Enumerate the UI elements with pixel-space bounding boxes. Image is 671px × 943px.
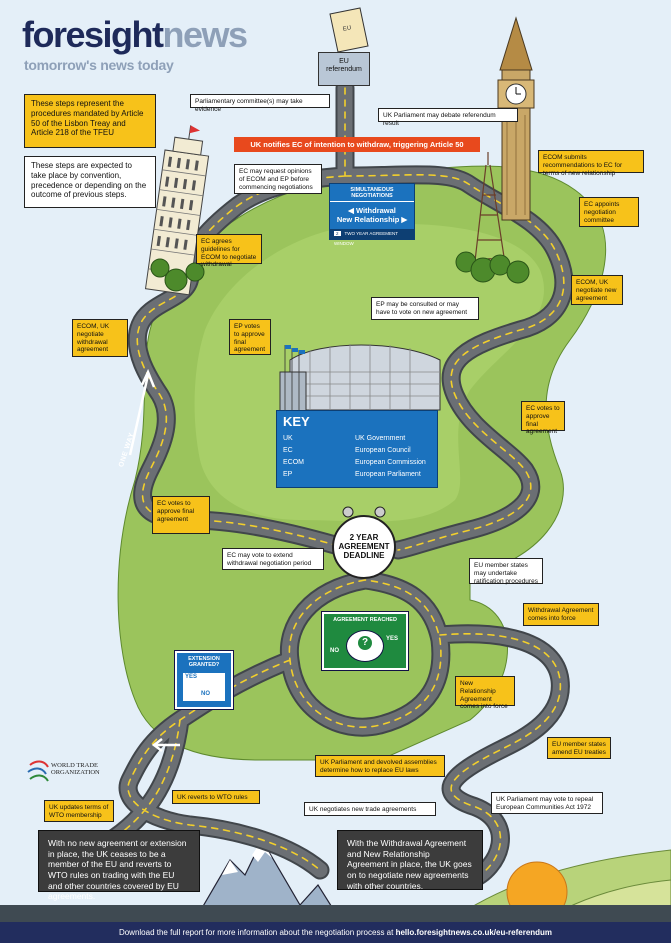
note-withdrawal-force: Withdrawal Agreement comes into force: [523, 603, 599, 626]
eu-parliament-building: [279, 344, 441, 413]
note-uk-parl-repeal: UK Parliament may vote to repeal Europea…: [491, 792, 603, 814]
key-full: European Council: [355, 447, 411, 454]
note-parl-committee: Parliamentary committee(s) may take evid…: [190, 94, 330, 113]
note-ecom-uk-withdrawal: ECOM, UK negotiate withdrawal agreement: [72, 319, 128, 357]
key-legend: KEY UK UK Government EC European Council…: [276, 410, 438, 488]
note-ec-extend: EC may vote to extend withdrawal negotia…: [222, 548, 324, 570]
ballot-box-line1: EU: [339, 58, 349, 65]
deadline-line3: DEADLINE: [343, 550, 385, 560]
pisa-tower: [144, 125, 210, 296]
ballot-paper: [329, 7, 369, 53]
trees: [150, 251, 530, 292]
roundabout-icon: [346, 630, 384, 662]
deadline-line2: AGREEMENT: [338, 541, 390, 551]
wto-line1: WORLD TRADE: [51, 762, 99, 769]
note-new-rel-force: New Relationship Agreement comes into fo…: [455, 676, 515, 710]
note-ecom-uk-new: ECOM, UK negotiate new agreement: [571, 275, 623, 305]
wto-line2: ORGANIZATION: [51, 769, 100, 777]
key-full: UK Government: [355, 435, 406, 442]
simultaneous-withdrawal: ◀ Withdrawal: [348, 206, 396, 215]
key-abbr: EP: [283, 471, 293, 478]
note-uk-parl-debate: UK Parliament may debate referendum resu…: [378, 108, 518, 127]
footer-bar: Download the full report for more inform…: [0, 922, 671, 943]
note-ec-request: EC may request opinions of ECOM and EP b…: [234, 164, 322, 194]
extension-title: EXTENSION GRANTED?: [188, 656, 220, 669]
deadline-clock-label: 2 YEAR AGREEMENT DEADLINE: [331, 518, 397, 580]
note-uk-parl-devolved: UK Parliament and devolved assemblies de…: [315, 755, 445, 777]
extension-no: NO: [201, 691, 210, 697]
key-abbr: UK: [283, 435, 293, 442]
simultaneous-title: SIMULTANEOUS NEGOTIATIONS: [330, 184, 414, 202]
key-title: KEY: [283, 414, 310, 429]
turn-arrow: [151, 738, 180, 752]
outcome-agreement: With the Withdrawal Agreement and New Re…: [337, 830, 483, 891]
one-way-arrow: [128, 368, 156, 456]
note-member-states-amend: EU member states amend EU treaties: [547, 737, 611, 759]
simultaneous-footer-num: 2: [334, 231, 341, 236]
extension-yes: YES: [185, 674, 198, 680]
note-ep-consulted: EP may be consulted or may have to vote …: [371, 297, 479, 320]
ground-left: [0, 905, 671, 922]
note-ecom-submits: ECOM submits recommendations to EC for t…: [538, 150, 644, 177]
simultaneous-new-relationship: New Relationship ▶: [336, 215, 408, 225]
note-uk-negotiates: UK negotiates new trade agreements: [304, 802, 436, 816]
note-ec-agrees: EC agrees guidelines for ECOM to negotia…: [196, 234, 262, 268]
footer-link[interactable]: hello.foresightnews.co.uk/eu-referendum: [395, 928, 553, 937]
key-abbr: ECOM: [283, 459, 304, 466]
key-full: European Commission: [355, 459, 426, 466]
key-abbr: EC: [283, 447, 293, 454]
note-ec-votes-left: EC votes to approve final agreement: [152, 496, 210, 534]
big-ben: [497, 16, 535, 221]
extension-arrow-panel: [183, 673, 225, 701]
key-full: European Parliament: [355, 471, 421, 478]
wto-logo-icon: [27, 760, 49, 782]
outcome-no-agreement: With no new agreement or extension in pl…: [38, 830, 200, 901]
note-member-states-ratify: EU member states may undertake ratificat…: [469, 558, 543, 585]
ballot-box: EU referendum: [318, 52, 370, 86]
note-ec-votes-right: EC votes to approve final agreement: [521, 401, 565, 435]
note-uk-reverts: UK reverts to WTO rules: [172, 790, 260, 804]
clock-icon: [332, 506, 396, 579]
legend-yellow-note: These steps represent the procedures man…: [24, 94, 156, 148]
simultaneous-footer-text: TWO YEAR AGREEMENT WINDOW: [334, 231, 398, 246]
note-ep-votes: EP votes to approve final agreement: [229, 319, 271, 355]
brand-name-part2: news: [162, 14, 249, 55]
brand-logo: foresightnews: [22, 14, 249, 56]
deadline-line1: 2 YEAR: [349, 533, 379, 542]
question-icon: ?: [358, 636, 372, 650]
agreement-yes: YES: [386, 636, 399, 642]
note-uk-updates: UK updates terms of WTO membership: [44, 800, 114, 822]
brand-tagline: tomorrow's news today: [24, 57, 174, 73]
ballot-box-line2: referendum: [326, 66, 362, 74]
simultaneous-negotiations-sign: SIMULTANEOUS NEGOTIATIONS ◀ Withdrawal N…: [329, 183, 415, 246]
note-ec-appoints: EC appoints negotiation committee: [579, 197, 639, 227]
article50-banner: UK notifies EC of intention to withdraw,…: [234, 137, 480, 152]
agreement-reached-sign: AGREEMENT REACHED ? NO YES: [321, 611, 409, 671]
extension-granted-sign: EXTENSION GRANTED? YES NO: [174, 650, 234, 710]
footer-text: Download the full report for more inform…: [118, 928, 396, 937]
legend-white-note: These steps are expected to take place b…: [24, 156, 156, 208]
agreement-no: NO: [330, 648, 339, 654]
brand-name-part1: foresight: [22, 14, 164, 55]
agreement-title: AGREEMENT REACHED: [333, 617, 397, 623]
